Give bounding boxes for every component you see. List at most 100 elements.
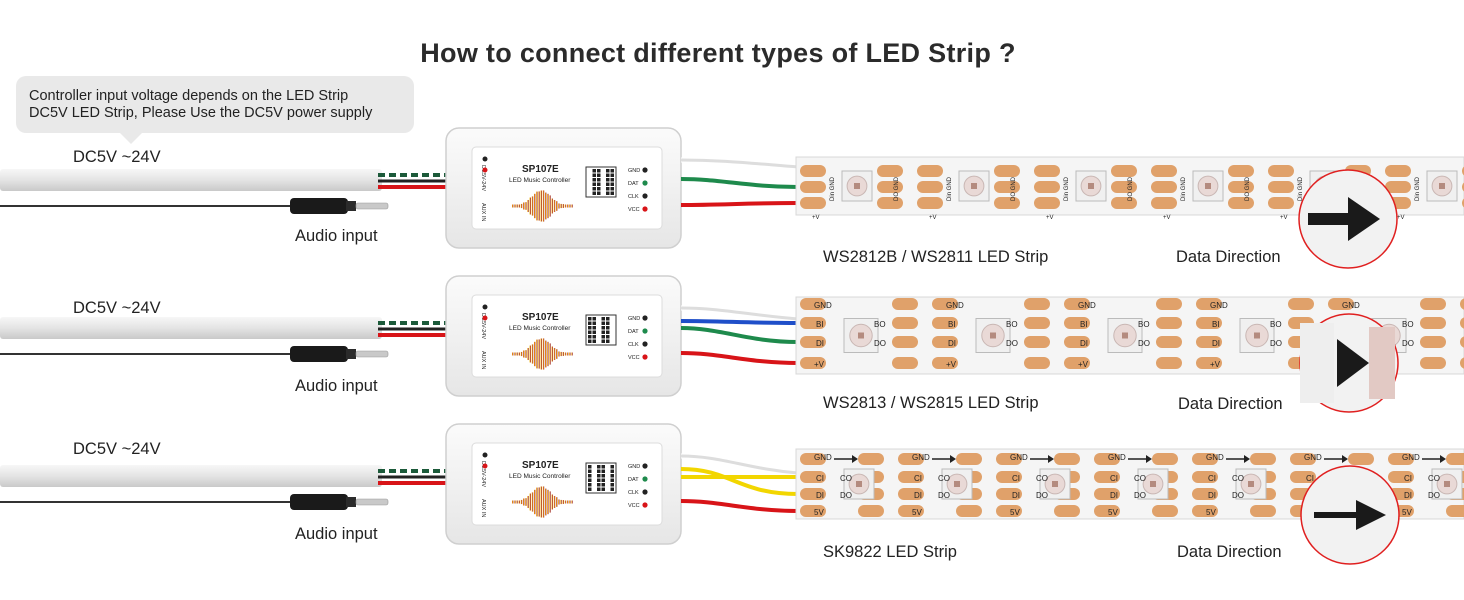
solder-pad xyxy=(800,505,826,517)
pad-text: Din GND xyxy=(1298,176,1304,201)
solder-pad xyxy=(1288,298,1314,310)
controller-subtitle-text: LED Music Controller xyxy=(509,325,571,332)
pad-text: Din GND xyxy=(1415,176,1421,201)
waveform-bar xyxy=(545,340,547,368)
waveform-bar xyxy=(527,347,529,361)
pad-text-in1: CI xyxy=(1110,474,1118,483)
magnified-pad-area xyxy=(1300,323,1334,403)
port-dot-clk xyxy=(642,489,648,495)
pad-text-out1: CO xyxy=(1036,474,1048,483)
pad-text: DO GND xyxy=(1128,176,1134,201)
solder-pad xyxy=(1348,453,1374,465)
solder-pad xyxy=(917,165,943,177)
solder-pad xyxy=(1228,165,1254,177)
waveform-bar xyxy=(542,338,545,370)
solder-pad xyxy=(1192,453,1218,465)
pad-text-out2: DO xyxy=(1428,491,1440,500)
solder-pad xyxy=(1111,165,1137,177)
voltage-note-callout: Controller input voltage depends on the … xyxy=(16,76,414,144)
solder-pad xyxy=(1388,453,1414,465)
solder-pad xyxy=(1385,165,1411,177)
solder-pad xyxy=(1192,488,1218,500)
controller-label-panel xyxy=(471,294,663,378)
pad-text-in1: CI xyxy=(1208,474,1216,483)
solder-pad xyxy=(1420,336,1446,348)
pad-text-out2: DO xyxy=(1232,491,1244,500)
out-wire-backup xyxy=(680,319,799,325)
pad-text-out2: DO xyxy=(1402,339,1414,348)
pad-text-out2: DO xyxy=(874,339,886,348)
solder-pad xyxy=(1460,336,1464,348)
controller-model-text: SP107E xyxy=(522,164,559,175)
waveform-bar xyxy=(547,489,549,515)
out-wire-data xyxy=(680,326,799,344)
waveform-bar xyxy=(540,486,542,518)
pad-text-in1: BI xyxy=(948,320,956,329)
controller-voltage-side-text: DC5V-24V xyxy=(480,313,486,339)
pad-text-vcc: +V xyxy=(814,360,825,369)
direction-label-row2: Data Direction xyxy=(1178,395,1283,413)
solder-pad xyxy=(892,317,918,329)
port-label-dat: DAT xyxy=(628,181,639,187)
pad-text-in1: CI xyxy=(1012,474,1020,483)
solder-pad xyxy=(877,197,903,209)
controller-subtitle-text: LED Music Controller xyxy=(509,177,571,184)
waveform-bar xyxy=(529,493,531,511)
solder-pad xyxy=(1054,453,1080,465)
solder-pad xyxy=(892,298,918,310)
pad-text: +V xyxy=(1163,215,1171,221)
solder-pad xyxy=(994,181,1020,193)
pad-text-gnd: GND xyxy=(1206,453,1224,462)
pad-text-gnd: GND xyxy=(1078,301,1096,310)
solder-pad xyxy=(1024,298,1050,310)
page-title: How to connect different types of LED St… xyxy=(420,38,1016,68)
solder-pad xyxy=(1024,357,1050,369)
port-label-vcc: VCC xyxy=(628,503,640,509)
power-cable xyxy=(0,169,382,191)
direction-arrowhead-small xyxy=(950,455,956,463)
audio-jack-body xyxy=(290,494,348,510)
pad-text-gnd: GND xyxy=(814,301,832,310)
power-port-dot-red xyxy=(482,315,488,321)
audio-label-row2: Audio input xyxy=(295,377,378,395)
pad-text: Din GND xyxy=(1181,176,1187,201)
solder-pad xyxy=(996,453,1022,465)
solder-pad xyxy=(1328,298,1354,310)
out-wire-gnd xyxy=(680,306,799,321)
solder-pad xyxy=(917,197,943,209)
solder-pad xyxy=(1196,298,1222,310)
led-die xyxy=(1439,183,1445,189)
pad-text-out2: DO xyxy=(938,491,950,500)
pad-text-out1: CO xyxy=(1428,474,1440,483)
waveform-bar xyxy=(571,500,573,504)
pad-text: Din GND xyxy=(830,176,836,201)
solder-pad xyxy=(1152,505,1178,517)
waveform-bar xyxy=(567,500,569,504)
pad-text-in2: DI xyxy=(948,339,956,348)
solder-pad xyxy=(1151,165,1177,177)
waveform-bar xyxy=(564,204,567,208)
waveform-bar xyxy=(560,351,562,357)
waveform-bar xyxy=(531,196,534,216)
waveform-bar xyxy=(558,351,560,357)
led-die xyxy=(1150,481,1156,487)
waveform-bar xyxy=(564,352,567,356)
out-wire-gnd xyxy=(680,158,799,169)
solder-pad xyxy=(956,453,982,465)
waveform-bar xyxy=(529,345,531,363)
waveform-bar xyxy=(534,193,536,219)
audio-jack-body xyxy=(290,346,348,362)
solder-pad xyxy=(1094,505,1120,517)
magnified-arrow-head xyxy=(1356,500,1386,530)
led-die xyxy=(854,183,860,189)
waveform-bar xyxy=(525,350,527,358)
solder-pad xyxy=(932,298,958,310)
waveform-bar xyxy=(553,347,556,361)
led-die xyxy=(1088,183,1094,189)
solder-pad xyxy=(1192,505,1218,517)
pad-text-in2: DI xyxy=(1012,491,1020,500)
port-label-clk: CLK xyxy=(628,342,639,348)
solder-pad xyxy=(956,505,982,517)
